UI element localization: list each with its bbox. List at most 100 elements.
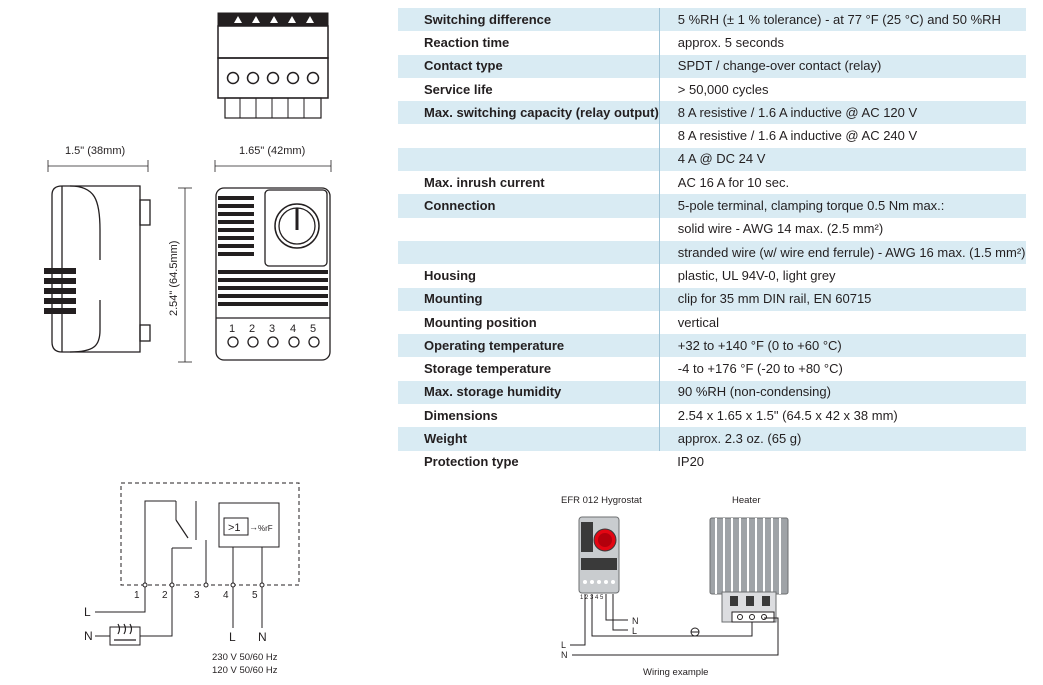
spec-row: 8 A resistive / 1.6 A inductive @ AC 240… — [398, 124, 1026, 148]
spec-label: Housing — [398, 264, 660, 288]
spec-value: 2.54 x 1.65 x 1.5" (64.5 x 42 x 38 mm) — [677, 407, 898, 423]
spec-value: AC 16 A for 10 sec. — [677, 174, 790, 190]
spec-label: Storage temperature — [398, 357, 660, 381]
front-view-drawing — [215, 187, 331, 361]
spec-row: Service life> 50,000 cycles — [398, 77, 1026, 102]
spec-value: 90 %RH (non-condensing) — [659, 380, 1026, 405]
front-terminal-5: 5 — [310, 323, 316, 335]
spec-label: Service life — [398, 77, 660, 102]
wiring-n-right: N — [632, 616, 639, 626]
circuit-terminal-5: 5 — [252, 590, 258, 601]
front-terminal-1: 1 — [229, 323, 235, 335]
spec-row: Max. switching capacity (relay output)8 … — [398, 101, 1026, 125]
relay-symbol: >1 — [228, 522, 241, 534]
spec-value: -4 to +176 °F (-20 to +80 °C) — [677, 361, 843, 377]
circuit-supply-l: L — [229, 630, 236, 644]
spec-value: stranded wire (w/ wire end ferrule) - AW… — [659, 240, 1026, 265]
spec-value: vertical — [677, 314, 719, 330]
heater-illustration — [709, 517, 789, 623]
height-label: 2.54" (64.5mm) — [168, 241, 180, 316]
spec-value: solid wire - AWG 14 max. (2.5 mm²) — [677, 221, 884, 237]
spec-row: stranded wire (w/ wire end ferrule) - AW… — [398, 240, 1026, 265]
spec-row: Mounting position vertical — [398, 310, 1026, 335]
spec-label: Max. inrush current — [398, 171, 660, 195]
wiring-l-left: L — [561, 640, 566, 650]
circuit-terminal-2: 2 — [162, 590, 168, 601]
spec-value: 4 A @ DC 24 V — [659, 147, 1026, 172]
circuit-line-l: L — [84, 605, 91, 619]
spec-row: Housing plastic, UL 94V-0, light grey — [398, 264, 1026, 288]
circuit-schematic — [95, 482, 300, 646]
spec-label: Max. switching capacity (relay output) — [398, 101, 660, 125]
spec-row: solid wire - AWG 14 max. (2.5 mm²) — [398, 217, 1026, 241]
dimension-lines — [47, 160, 332, 363]
spec-value: +32 to +140 °F (0 to +60 °C) — [659, 334, 1026, 358]
wiring-n-left: N — [561, 650, 568, 660]
spec-label: Connection — [398, 194, 660, 218]
spec-row: 4 A @ DC 24 V — [398, 147, 1026, 172]
front-terminal-numbers: 1 2 3 4 5 — [229, 323, 316, 335]
spec-row: Storage temperature -4 to +176 °F (-20 to… — [398, 357, 1026, 381]
spec-label: Reaction time — [398, 31, 660, 55]
front-terminal-3: 3 — [269, 323, 275, 335]
spec-row: Protection type IP20 — [398, 451, 1026, 474]
wiring-device-label: EFR 012 Hygrostat — [561, 495, 642, 506]
spec-label — [398, 240, 660, 265]
circuit-voltage-1: 230 V 50/60 Hz — [212, 652, 278, 663]
front-terminal-2: 2 — [249, 323, 255, 335]
width-front-label: 1.65" (42mm) — [239, 145, 305, 157]
spec-label: Mounting position — [398, 310, 660, 335]
spec-row: Max. inrush current AC 16 A for 10 sec. — [398, 171, 1026, 195]
circuit-terminal-1: 1 — [134, 590, 140, 601]
spec-value: SPDT / change-over contact (relay) — [659, 54, 1026, 78]
circuit-voltage-2: 120 V 50/60 Hz — [212, 665, 278, 676]
spec-row: Operating temperature+32 to +140 °F (0 t… — [398, 334, 1026, 358]
spec-value: 8 A resistive / 1.6 A inductive @ AC 120… — [659, 101, 1026, 125]
spec-label: Dimensions — [398, 404, 660, 428]
circuit-supply-n: N — [258, 630, 267, 644]
spec-value: IP20 — [677, 454, 705, 470]
width-side-label: 1.5" (38mm) — [65, 145, 125, 157]
wiring-l-right: L — [632, 626, 637, 636]
spec-label — [398, 217, 660, 241]
sensor-label: %rF — [258, 524, 273, 533]
spec-label: Protection type — [424, 454, 519, 470]
spec-label: Operating temperature — [398, 334, 660, 358]
sensor-arrow: → — [249, 522, 258, 532]
spec-label: Mounting — [398, 287, 660, 311]
spec-label: Switching difference — [398, 8, 660, 32]
wiring-lines — [570, 594, 779, 656]
hygrostat-illustration — [578, 516, 620, 594]
wiring-heater-label: Heater — [732, 495, 761, 506]
spec-row: Reaction time approx. 5 seconds — [398, 31, 1026, 55]
front-terminal-4: 4 — [290, 323, 296, 335]
spec-label — [398, 147, 660, 172]
spec-row: Dimensions 2.54 x 1.65 x 1.5" (64.5 x 42 … — [398, 404, 1026, 428]
spec-value: 5 %RH (± 1 % tolerance) - at 77 °F (25 °… — [659, 8, 1026, 32]
side-view-drawing — [44, 185, 151, 353]
wiring-caption: Wiring example — [643, 667, 708, 678]
circuit-terminal-numbers: 1 2 3 4 5 — [134, 590, 258, 601]
spec-value: approx. 5 seconds — [677, 34, 785, 50]
spec-value: 8 A resistive / 1.6 A inductive @ AC 240… — [677, 128, 918, 144]
spec-value: plastic, UL 94V-0, light grey — [677, 267, 836, 283]
spec-value: approx. 2.3 oz. (65 g) — [659, 427, 1026, 451]
circuit-line-n: N — [84, 629, 93, 643]
spec-value: 5-pole terminal, clamping torque 0.5 Nm … — [659, 194, 1026, 218]
top-view-drawing — [217, 12, 329, 119]
spec-label: Max. storage humidity — [398, 380, 660, 405]
spec-label — [398, 124, 660, 148]
circuit-terminal-4: 4 — [223, 590, 229, 601]
spec-label: Weight — [398, 427, 660, 451]
circuit-terminal-3: 3 — [194, 590, 200, 601]
spec-label: Contact type — [398, 54, 660, 78]
